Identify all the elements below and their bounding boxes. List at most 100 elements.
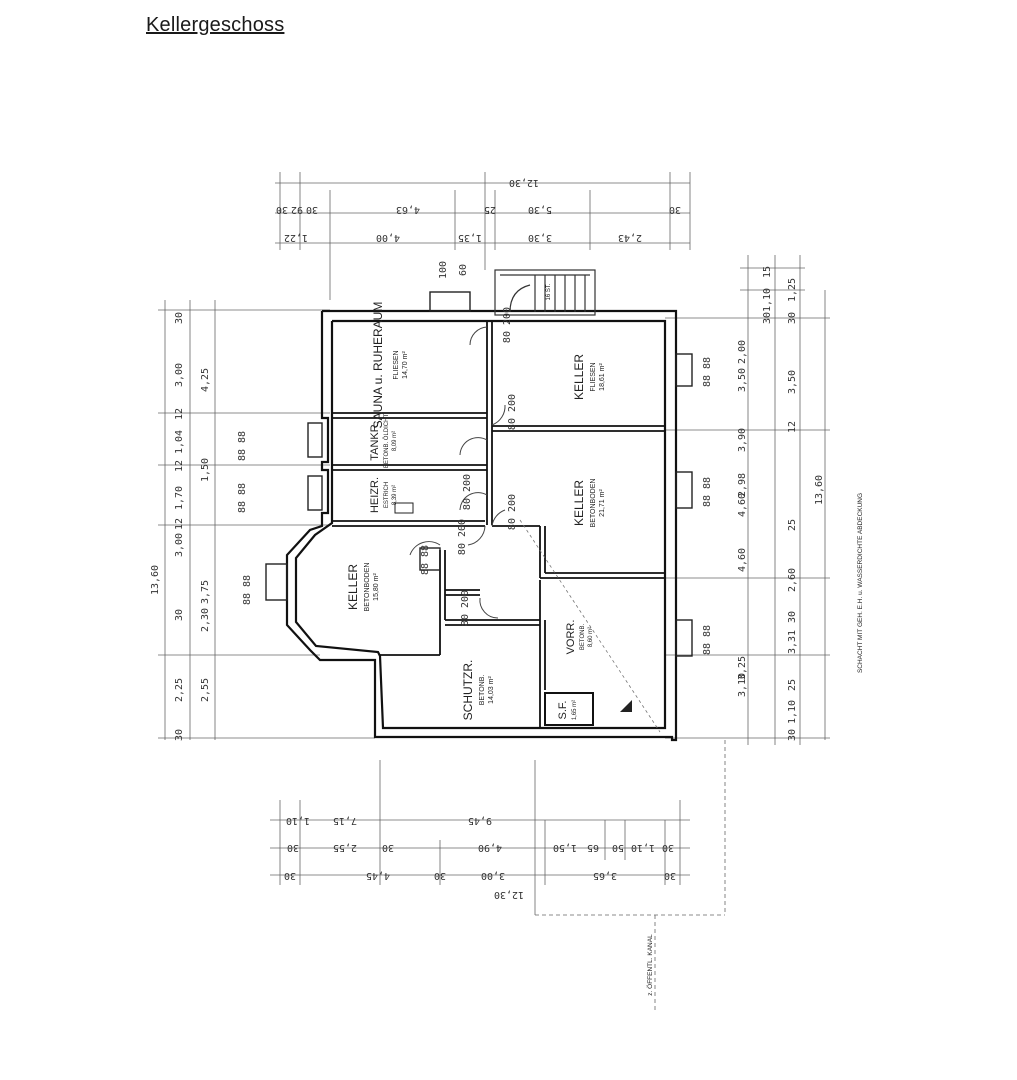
dimension-label: 3,65 bbox=[593, 870, 617, 881]
dimension-label: 3,50 bbox=[737, 368, 748, 392]
dim-right-total: 13,60 bbox=[814, 475, 825, 505]
dimension-label: 25 bbox=[484, 204, 496, 215]
dimension-label: 4,45 bbox=[366, 870, 390, 881]
room-keller-e: KELLER BETONBODEN 21,71 m² bbox=[572, 479, 606, 528]
room-area: 15,80 m² bbox=[373, 573, 380, 601]
exterior-walls bbox=[285, 309, 678, 742]
room-schutz: SCHUTZR. BETONB. 14,03 m² bbox=[461, 660, 495, 721]
room-area: 8,09 m² bbox=[392, 431, 398, 451]
dimension-label: 1,10 bbox=[762, 288, 773, 312]
dimension-label: 3,25 bbox=[737, 656, 748, 680]
top-dimension-lines bbox=[275, 172, 691, 300]
interior-walls bbox=[332, 321, 665, 728]
room-floor: BETONBODEN bbox=[364, 563, 371, 612]
dimension-label: 2,98 bbox=[737, 473, 748, 497]
dimension-label: 3,00 bbox=[481, 870, 505, 881]
svg-text:SCHACHT MIT GEH. E.H. u. WASSE: SCHACHT MIT GEH. E.H. u. WASSERDICHTE AB… bbox=[857, 493, 864, 673]
door-size-label: 80 200 bbox=[507, 494, 518, 530]
dimension-label: 1,35 bbox=[458, 232, 482, 243]
page-title: Kellergeschoss bbox=[146, 14, 285, 36]
left-dimension-lines bbox=[158, 300, 375, 740]
room-area: 8,60 m² bbox=[588, 627, 594, 647]
dim-left-total: 13,60 bbox=[150, 565, 161, 595]
stairwell bbox=[494, 269, 596, 316]
dimension-label: 3,30 bbox=[528, 232, 552, 243]
window-size-label: 88 88 bbox=[237, 431, 248, 461]
room-floor: FLIESEN bbox=[590, 362, 597, 391]
dimension-label: 3,50 bbox=[787, 370, 798, 394]
dimension-label: 4,60 bbox=[737, 493, 748, 517]
room-name: KELLER bbox=[572, 354, 586, 400]
dimension-label: 25 bbox=[787, 519, 798, 531]
dimension-label: 4,63 bbox=[396, 204, 420, 215]
room-keller-w: KELLER BETONBODEN 15,80 m² bbox=[346, 563, 380, 612]
door-swings bbox=[409, 326, 506, 619]
room-area: 8,39 m² bbox=[392, 485, 398, 505]
svg-text:13,60: 13,60 bbox=[814, 475, 825, 505]
room-sauna: SAUNA u. RUHERAUM FLIESEN 14,70 m² bbox=[371, 302, 409, 429]
room-keller-ne: KELLER FLIESEN 18,61 m² bbox=[572, 354, 606, 400]
room-area: 14,03 m² bbox=[488, 676, 495, 704]
dimension-label: 25 bbox=[787, 679, 798, 691]
dim-small-top-2: 60 bbox=[458, 264, 469, 276]
dimension-label: 65 bbox=[587, 842, 599, 853]
dimension-label: 7,15 bbox=[333, 815, 357, 826]
dimension-label: 30 bbox=[174, 312, 185, 324]
room-area: 21,71 m² bbox=[599, 489, 606, 517]
schacht-note: SCHACHT MIT GEH. E.H. u. WASSERDICHTE AB… bbox=[857, 493, 864, 673]
dimension-label: 4,90 bbox=[478, 842, 502, 853]
dimension-label: 30 bbox=[174, 729, 185, 741]
dimension-label: 2,25 bbox=[174, 678, 185, 702]
dimension-label: 12 bbox=[787, 421, 798, 433]
dimension-label: 30 bbox=[434, 870, 446, 881]
room-name: KELLER bbox=[572, 480, 586, 526]
dim-bottom-total: 12,30 bbox=[494, 889, 524, 900]
dim-top-total: 12,30 bbox=[509, 177, 539, 188]
room-floor: BETONB. ÖLDICHT bbox=[383, 414, 390, 469]
dimension-label: 30 bbox=[306, 204, 318, 215]
dimension-label: 30 bbox=[382, 842, 394, 853]
dimension-label: 15 bbox=[762, 266, 773, 278]
dimension-label: 50 bbox=[612, 842, 624, 853]
svg-text:13,60: 13,60 bbox=[150, 565, 161, 595]
room-name: SAUNA u. RUHERAUM bbox=[371, 302, 385, 429]
svg-text:100: 100 bbox=[438, 261, 449, 279]
room-floor: FLIESEN bbox=[393, 350, 400, 379]
dimension-label: 1,70 bbox=[174, 486, 185, 510]
dimension-label: 2,55 bbox=[200, 678, 211, 702]
room-area: 14,70 m² bbox=[402, 351, 409, 379]
dimension-label: 2,30 bbox=[200, 608, 211, 632]
dimension-label: 30 bbox=[669, 204, 681, 215]
dimension-label: 30 bbox=[787, 611, 798, 623]
svg-text:z. ÖFFENTL. KANAL: z. ÖFFENTL. KANAL bbox=[646, 934, 654, 996]
room-vorr: VORR. BETONB. 8,60 m² bbox=[565, 620, 594, 655]
door-size-label: 80 200 bbox=[502, 307, 513, 343]
dimension-label: 1,50 bbox=[553, 842, 577, 853]
dimension-label: 2,55 bbox=[333, 842, 357, 853]
room-name: KELLER bbox=[346, 564, 360, 610]
room-area: 18,61 m² bbox=[599, 363, 606, 391]
svg-text:12,30: 12,30 bbox=[509, 177, 539, 188]
dimension-label: 2,60 bbox=[787, 568, 798, 592]
dimension-label: 1,25 bbox=[787, 278, 798, 302]
room-area: 1,65 m² bbox=[572, 700, 578, 720]
dimension-label: 92 bbox=[291, 204, 303, 215]
dimension-label: 3,75 bbox=[200, 580, 211, 604]
room-heiz: HEIZR. ESTRICH 8,39 m² bbox=[369, 477, 398, 513]
svg-text:12,30: 12,30 bbox=[494, 889, 524, 900]
dimension-label: 30 bbox=[284, 870, 296, 881]
svg-text:16 ST.: 16 ST. bbox=[546, 283, 552, 300]
window-wells bbox=[265, 291, 693, 657]
dimension-label: 9,45 bbox=[468, 815, 492, 826]
dimension-label: 1,50 bbox=[200, 458, 211, 482]
room-name: HEIZR. bbox=[369, 477, 381, 513]
sf-box bbox=[544, 692, 594, 726]
dimension-label: 12 bbox=[174, 518, 185, 530]
dimension-label: 30 bbox=[762, 312, 773, 324]
dimension-label: 30 bbox=[787, 312, 798, 324]
dimension-label: 4,00 bbox=[376, 232, 400, 243]
dimension-label: 30 bbox=[276, 204, 288, 215]
dimension-label: 30 bbox=[664, 870, 676, 881]
